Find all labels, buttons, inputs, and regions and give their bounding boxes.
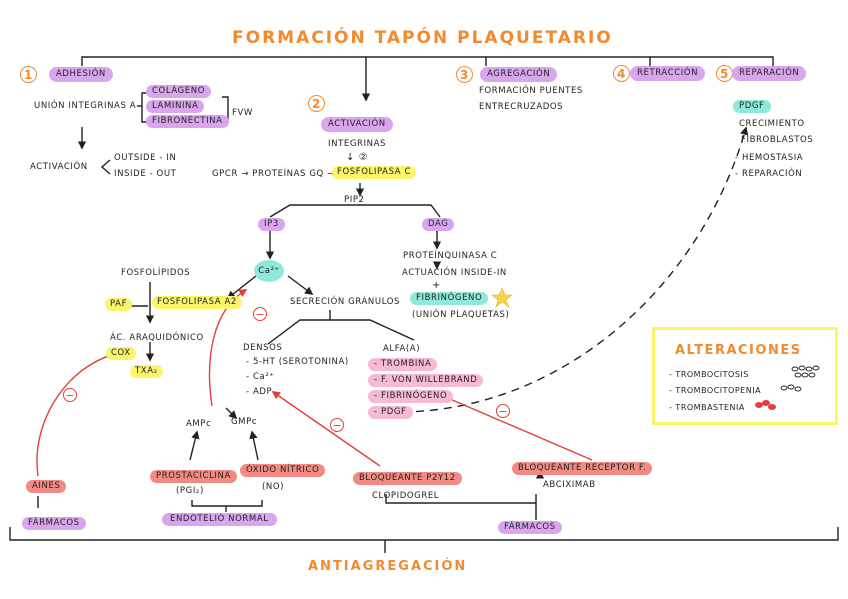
pgi2-label: (PGI₂) (176, 486, 204, 496)
acido-araquidonico: ÁC. ARAQUIDÓNICO (110, 333, 204, 343)
alteraciones-box: ALTERACIONES - TROMBOCITOSIS - TROMBOCIT… (652, 327, 838, 425)
actuacion-inside-in: ACTUACIÓN INSIDE-IN (402, 268, 507, 278)
paf-badge: PAF (105, 298, 133, 311)
fibrinogeno-badge: FIBRINÓGENO (410, 292, 489, 305)
step-reparacion-label: REPARACIÓN (732, 66, 807, 81)
abciximab-label: ABCIXIMAB (543, 480, 596, 490)
inhibition-minus-icon: − (253, 307, 267, 321)
fosfolipasa-a2-badge: FOSFOLIPASA A2 (152, 296, 242, 309)
oxido-nitrico-badge: ÓXIDO NÍTRICO (240, 464, 326, 477)
platelets-clumped-icon (755, 400, 776, 410)
pdgf-badge: PDGF (733, 100, 771, 113)
alteraciones-title: ALTERACIONES (675, 343, 802, 358)
alteraciones-item: - TROMBASTENIA (669, 403, 745, 412)
laminina-label: LAMININA (146, 100, 205, 113)
union-plaquetas: (UNIÓN PLAQUETAS) (412, 310, 510, 320)
ampc-label: AMPc (186, 419, 212, 429)
outside-in: OUTSIDE - IN (114, 153, 177, 163)
platelets-many-icon (791, 365, 820, 378)
farmacos-left-badge: FÁRMACOS (22, 517, 86, 530)
inhibition-minus-icon: − (63, 388, 77, 402)
union-integrinas: UNIÓN INTEGRINAS A (34, 101, 137, 111)
gmpc-label: GMPc (231, 417, 258, 427)
farmacos-right-badge: FÁRMACOS (498, 521, 562, 534)
step-adhesion-label: ADHESIÓN (49, 67, 113, 82)
fosfolipidos-label: FOSFOLÍPIDOS (121, 268, 191, 278)
page-title: FORMACIÓN TAPÓN PLAQUETARIO (232, 28, 613, 48)
agregacion-line-1: FORMACIÓN PUENTES (479, 86, 583, 96)
bloqueante-p2y12-badge: BLOQUEANTE P2Y12 (353, 472, 462, 485)
step-2-number: 2 (308, 95, 325, 112)
cox-badge: COX (106, 347, 136, 360)
inhibition-minus-icon: − (330, 418, 344, 432)
alfa-item: - FIBRINÓGENO (368, 390, 454, 403)
inside-out: INSIDE - OUT (114, 169, 177, 179)
fvw-label: FVW (232, 108, 253, 118)
ip3-badge: IP3 (258, 218, 285, 231)
reparacion-item: FIBROBLASTOS (741, 135, 814, 145)
step-3-number: 3 (456, 66, 473, 83)
proteinquinasa-c: PROTEÍNQUINASA C (403, 251, 498, 261)
step-activacion-label: ACTIVACIÓN (321, 117, 393, 132)
step-5-number: 5 (716, 65, 733, 82)
densos-item: - Ca²⁺ (246, 372, 275, 382)
integrinas-label: INTEGRINAS (328, 139, 386, 149)
densos-item: - 5-HT (SEROTONINA) (246, 357, 349, 367)
alfa-item: - PDGF (368, 406, 413, 419)
integrinas-arrow: ↓ ② (346, 152, 369, 163)
star-icon (491, 287, 513, 308)
alfa-item: - F. VON WILLEBRAND (368, 374, 484, 387)
reparacion-item: - REPARACIÓN (735, 169, 803, 179)
colageno-label: COLÁGENO (146, 85, 212, 98)
pip2-label: PIP2 (344, 195, 365, 205)
agregacion-line-2: ENTRECRUZADOS (479, 102, 564, 112)
platelets-few-icon (780, 384, 802, 392)
prostaciclina-badge: PROSTACICLINA (150, 470, 237, 483)
no-label: (NO) (262, 482, 285, 492)
fibronectina-label: FIBRONECTINA (146, 115, 229, 128)
densos-label: DENSOS (243, 343, 283, 353)
gpcr-label: GPCR → PROTEÍNAS Gq → (212, 169, 335, 179)
step-agregacion-label: AGREGACIÓN (480, 67, 558, 82)
alfa-label: ALFA(α) (383, 344, 421, 354)
step-4-number: 4 (613, 65, 630, 82)
fosfolipasa-c-badge: FOSFOLIPASA C (332, 166, 416, 179)
plus-sign: + (432, 280, 441, 291)
antiagregacion-title: ANTIAGREGACIÓN (308, 559, 468, 574)
endotelio-normal-badge: ENDOTELIO NORMAL (162, 513, 277, 526)
secrecion-granulos: SECRECIÓN GRÁNULOS (290, 297, 401, 307)
alfa-item: - TROMBINA (368, 358, 438, 371)
step-retraccion-label: RETRACCIÓN (630, 66, 706, 81)
clopidogrel-label: CLOPIDOGREL (372, 491, 440, 501)
inhibition-minus-icon: − (496, 404, 510, 418)
alteraciones-item: - TROMBOCITOPENIA (669, 386, 762, 395)
reparacion-item: CRECIMIENTO (739, 119, 805, 129)
densos-item: - ADP (246, 387, 273, 397)
txa2-badge: TXA₂ (130, 365, 163, 378)
alteraciones-item: - TROMBOCITOSIS (669, 370, 749, 379)
reparacion-item: - HEMOSTASIA (735, 153, 804, 163)
activacion-text: ACTIVACIÓN (30, 162, 88, 172)
bloqueante-receptor-badge: BLOQUEANTE RECEPTOR F. (512, 462, 653, 475)
dag-badge: DAG (422, 218, 455, 231)
aines-badge: AINES (26, 480, 67, 493)
step-1-number: 1 (20, 66, 37, 83)
calcium-ion-badge: Ca²⁺ (254, 260, 284, 282)
